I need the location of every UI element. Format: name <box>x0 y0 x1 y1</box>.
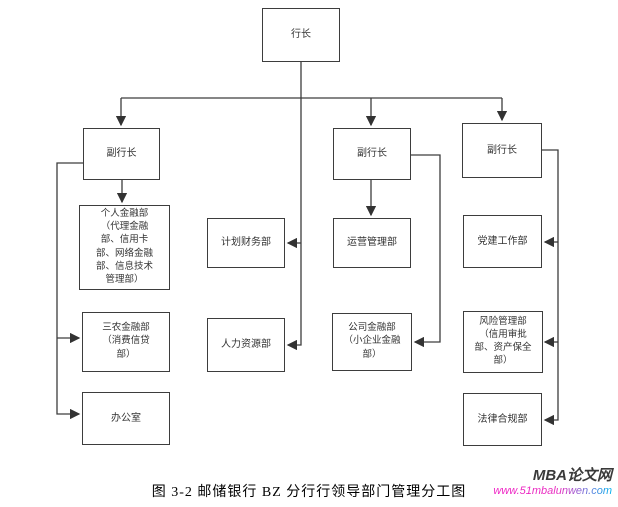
node-sannong-finance-dept: 三农金融部 （消费信贷 部） <box>82 312 170 372</box>
node-vice-president-2: 副行长 <box>333 128 411 180</box>
watermark-site-name: MBA论文网 <box>532 467 612 484</box>
node-vice-president-3: 副行长 <box>462 123 542 178</box>
edge-vp3-legal-compliance <box>542 149 559 426</box>
figure-caption: 图 3-2 邮储银行 BZ 分行行领导部门管理分工图 <box>151 485 467 500</box>
edge-vp2-corporate-finance <box>411 154 441 348</box>
node-risk-management-dept: 风险管理部 （信用审批 部、资产保全 部） <box>463 311 543 373</box>
node-party-building-dept: 党建工作部 <box>463 215 542 268</box>
node-vice-president-1: 副行长 <box>83 128 160 180</box>
node-operations-dept: 运营管理部 <box>333 218 411 268</box>
edge-president-trunk-hr <box>286 62 302 351</box>
node-corporate-finance-dept: 公司金融部 （小企业金融 部） <box>332 313 412 371</box>
edge-vp1-office <box>56 162 83 420</box>
node-personal-finance-dept: 个人金融部 （代理金融 部、信用卡 部、网络金融 部、信息技术 管理部） <box>79 205 170 290</box>
node-legal-compliance-dept: 法律合规部 <box>463 393 542 446</box>
node-office: 办公室 <box>82 392 170 445</box>
node-planning-finance-dept: 计划财务部 <box>207 218 285 268</box>
node-human-resources-dept: 人力资源部 <box>207 318 285 372</box>
watermark-url: www.51mbalunwen.com <box>493 484 612 497</box>
node-president: 行长 <box>262 8 340 62</box>
watermark: MBA论文网 www.51mbalunwen.com <box>493 467 612 497</box>
